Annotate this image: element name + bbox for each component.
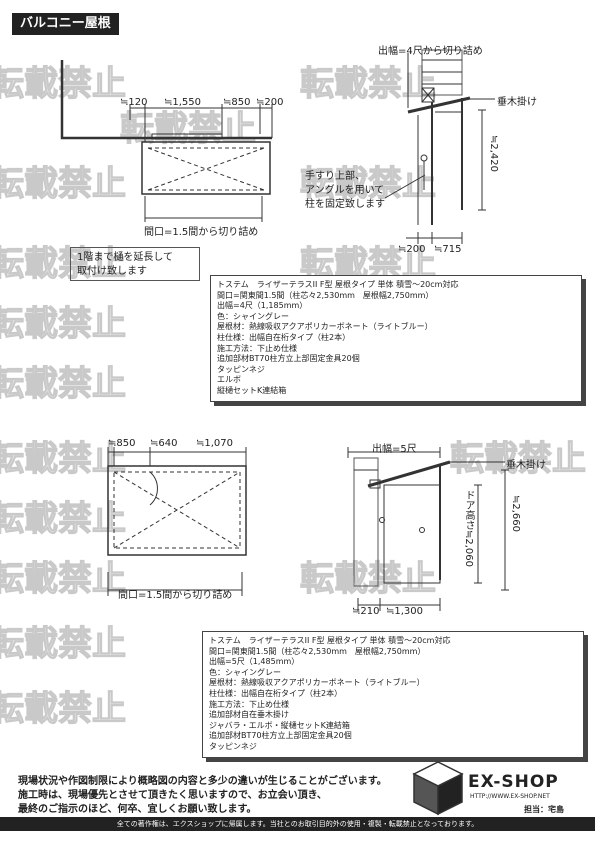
watermark-text: 転載禁止 xyxy=(0,689,126,729)
watermark-text: 転載禁止 xyxy=(300,559,436,599)
page-title: バルコニー屋根 xyxy=(12,13,119,35)
handrail-note: 手すり上部、 アングルを用いて 柱を固定致します xyxy=(305,170,385,212)
opening-label: 間口=1.5間から切り詰め xyxy=(118,590,233,601)
dim-label: ≒850 xyxy=(223,97,251,108)
spec-line: 柱仕様：出幅自在桁タイプ（柱2本） xyxy=(209,688,343,698)
spec-line: 屋根材：熱線吸収アクアポリカーボネート（ライトブルー） xyxy=(217,322,433,332)
watermark-text: 転載禁止 xyxy=(300,64,436,104)
watermark-text: 転載禁止 xyxy=(0,164,126,204)
spec-line: 施工方法：下止め仕様 xyxy=(209,699,289,709)
spec-line: 柱仕様：出幅自在桁タイプ（柱2本） xyxy=(217,332,351,342)
spec-line: 間口=関東間1.5間（柱芯々2,530mm 屋根幅2,750mm） xyxy=(217,290,434,300)
door-height-label: ドア高さ≒2,060 xyxy=(463,490,474,568)
dim-label: ≒1,070 xyxy=(196,438,234,449)
spec-line: 縦樋セットK連結箱 xyxy=(217,385,287,395)
watermark-text: 転載禁止 xyxy=(0,559,126,599)
watermark-text: 転載禁止 xyxy=(0,499,126,539)
spec-line: 色：シャイングレー xyxy=(217,311,289,321)
footer-note-line: 施工時は、現場優先とさせて頂きたく思いますので、お立会い頂き、 xyxy=(18,790,327,801)
watermark-text: 転載禁止 xyxy=(0,624,126,664)
dim-label: ≒1,550 xyxy=(164,97,202,108)
gutter-note: 1階まで樋を延長して 取付け致します xyxy=(70,247,200,281)
spec-line: タッピンネジ xyxy=(209,741,257,751)
watermark-text: 転載禁止 xyxy=(0,64,126,104)
spec-line: タッピンネジ xyxy=(217,364,265,374)
watermark-text: 転載禁止 xyxy=(0,304,126,344)
watermark-text: 転載禁止 xyxy=(0,244,126,284)
dim-label: ≒200 xyxy=(398,244,426,255)
spec-line: トステム ライザーテラスII F型 屋根タイプ 単体 積雪～20cm対応 xyxy=(217,280,459,289)
rafter-label: 垂木掛け xyxy=(497,97,537,108)
spec-line: 追加部材BT70柱方立上部固定金具20個 xyxy=(209,731,352,741)
spec-line: 屋根材：熱線吸収アクアポリカーボネート（ライトブルー） xyxy=(209,678,425,688)
logo-url: HTTP://WWW.EX-SHOP.NET xyxy=(470,793,550,800)
dim-label: ≒200 xyxy=(256,97,284,108)
watermark-text: 転載禁止 xyxy=(450,439,586,479)
footer-notes: 現場状況や作図制限により概略図の内容と多少の違いが生じることがございます。 施工… xyxy=(18,775,387,817)
spec-line: エルボ xyxy=(217,375,241,385)
projection-label: 出幅=4尺から切り詰め xyxy=(378,46,483,57)
height-label: ≒2,660 xyxy=(510,495,521,533)
spec-line: 色：シャイングレー xyxy=(209,667,281,677)
logo-cube-icon xyxy=(412,761,464,816)
copyright-bar: 全ての著作権は、エクスショップに帰属します。当社とのお取引目的外の使用・複製・転… xyxy=(0,817,595,831)
note-line: 1階まで樋を延長して xyxy=(77,252,174,263)
spec-line: 施工方法：下止め仕様 xyxy=(217,343,297,353)
watermark-text: 転載禁止 xyxy=(0,439,126,479)
staff-label: 担当：宅島 xyxy=(524,805,564,814)
opening-label: 間口=1.5間から切り詰め xyxy=(144,227,259,238)
note-line: 手すり上部、 xyxy=(305,171,365,182)
watermark-text: 転載禁止 xyxy=(0,364,126,404)
watermark-text: 転載禁止 xyxy=(300,164,436,204)
note-line: アングルを用いて xyxy=(305,185,385,196)
height-label: ≒2,420 xyxy=(488,135,499,173)
spec-box-1: トステム ライザーテラスII F型 屋根タイプ 単体 積雪～20cm対応 間口=… xyxy=(210,275,582,402)
dim-label: ≒640 xyxy=(150,438,178,449)
spec-line: 出幅=5尺（1,485mm） xyxy=(209,657,300,667)
rafter-label: 垂木掛け xyxy=(506,460,546,471)
footer-note-line: 最終のご指示のほど、何卒、宜しくお願い致します。 xyxy=(18,804,257,815)
spec-line: 間口=関東間1.5間（柱芯々2,530mm 屋根幅2,750mm） xyxy=(209,646,426,656)
note-line: 柱を固定致します xyxy=(305,199,385,210)
dim-label: ≒210 xyxy=(352,606,380,617)
spec-box-2: トステム ライザーテラスII F型 屋根タイプ 単体 積雪～20cm対応 間口=… xyxy=(202,631,584,758)
dim-label: ≒715 xyxy=(434,244,462,255)
dim-label: ≒120 xyxy=(120,97,148,108)
spec-line: トステム ライザーテラスII F型 屋根タイプ 単体 積雪～20cm対応 xyxy=(209,636,451,645)
logo-text: EX-SHOP xyxy=(468,772,559,792)
dim-label: ≒1,300 xyxy=(386,606,424,617)
spec-line: 追加部材BT70柱方立上部固定金具20個 xyxy=(217,354,360,364)
projection-label: 出幅=5尺 xyxy=(372,444,417,455)
dim-label: ≒850 xyxy=(108,438,136,449)
footer-note-line: 現場状況や作図制限により概略図の内容と多少の違いが生じることがございます。 xyxy=(18,776,387,787)
spec-line: 出幅=4尺（1,185mm） xyxy=(217,301,308,311)
spec-line: ジャバラ・エルボ・縦樋セットK連結箱 xyxy=(209,720,350,730)
spec-line: 追加部材自在垂木掛け xyxy=(209,710,289,720)
note-line: 取付け致します xyxy=(77,266,147,277)
